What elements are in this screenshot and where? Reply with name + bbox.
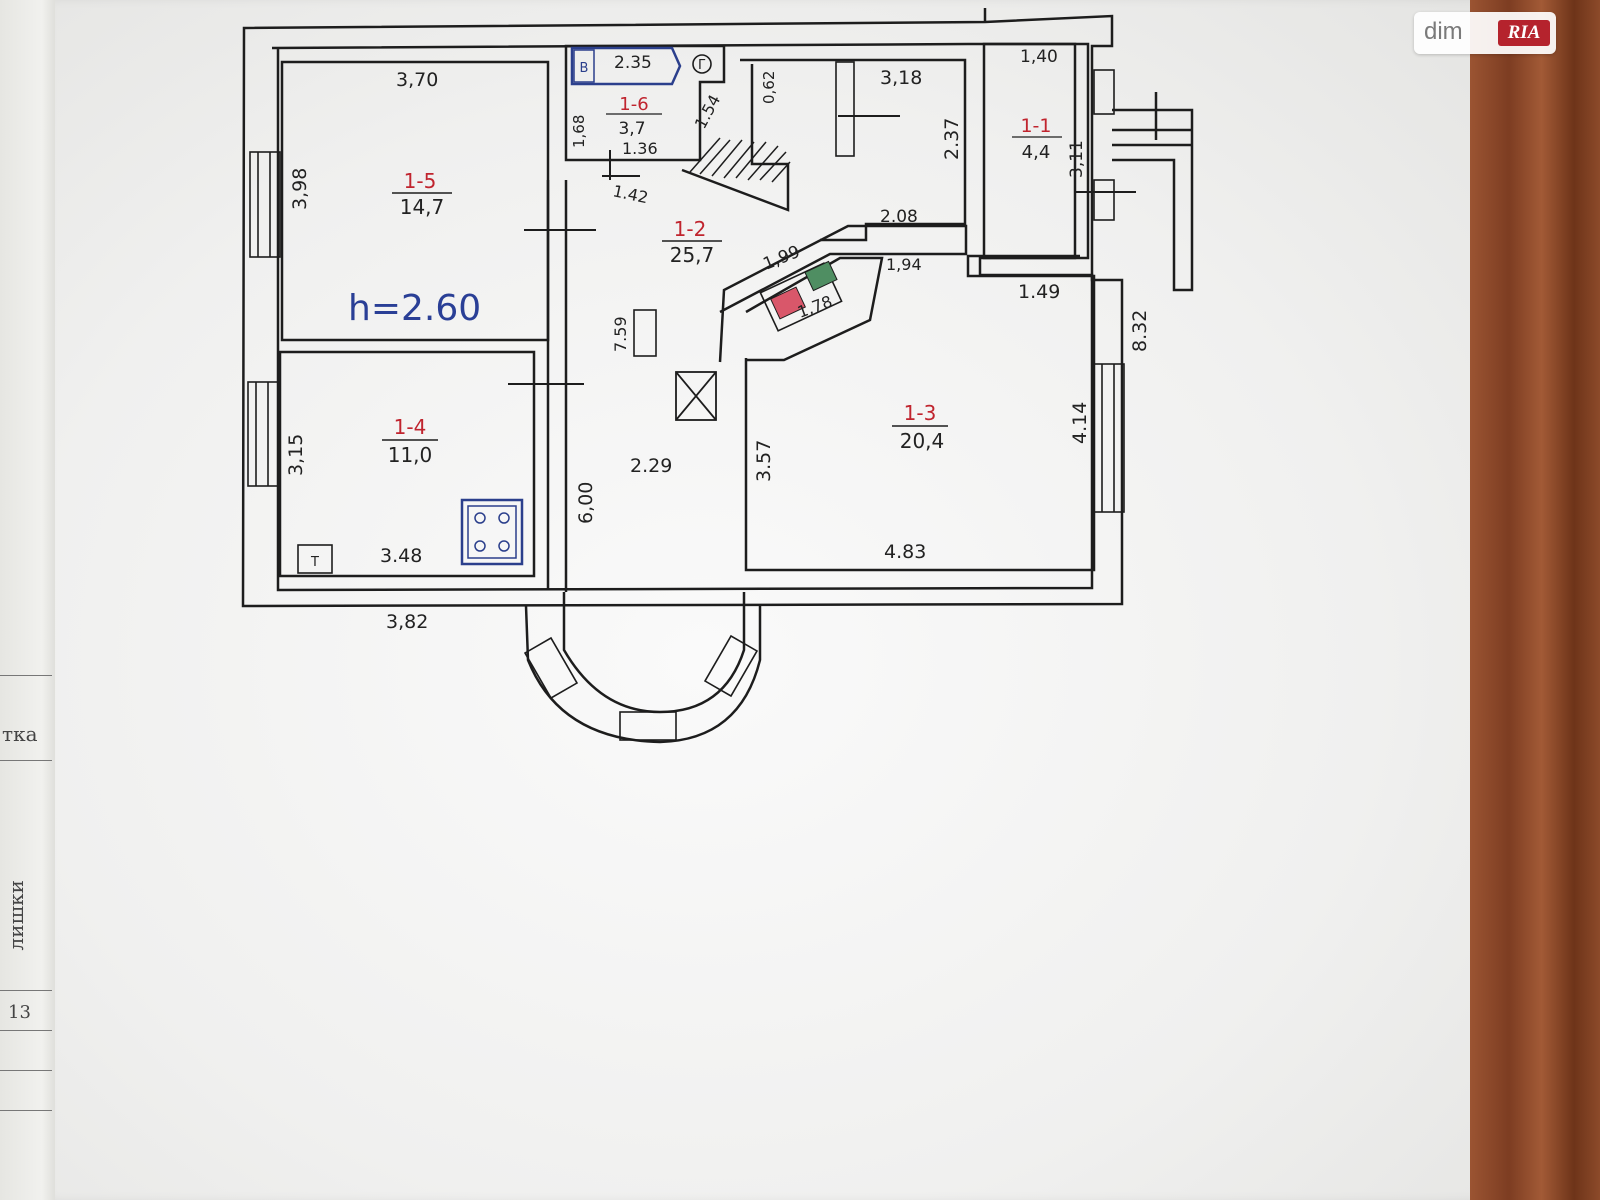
room-1-6-outline <box>564 44 726 162</box>
dimension-label: 3,18 <box>880 67 922 89</box>
room-1-3-id: 1-3 <box>904 401 937 425</box>
room-1-6-id: 1-6 <box>619 94 648 115</box>
dimension-label: 3,82 <box>386 611 428 633</box>
room-1-2-id: 1-2 <box>674 217 707 241</box>
room-1-1-id: 1-1 <box>1020 115 1051 137</box>
ceiling-height-note: h=2.60 <box>348 288 481 329</box>
dimension-label: 2.35 <box>614 53 652 73</box>
dimension-label: 2.08 <box>880 207 918 227</box>
dimension-label: 1,94 <box>886 255 922 274</box>
dimension-label: 3.48 <box>380 545 422 567</box>
gas-symbol-letter: Г <box>698 58 706 73</box>
room-1-4-id: 1-4 <box>394 415 427 439</box>
chimney-wall <box>718 224 968 363</box>
watermark-brand-left: dim <box>1424 18 1463 45</box>
dimension-label: 6,00 <box>575 482 597 524</box>
dimension-label: 2.29 <box>630 455 672 477</box>
stairs-hatching <box>689 137 791 183</box>
ruled-line <box>0 675 52 676</box>
window <box>1093 69 1115 115</box>
room-1-1-outline <box>982 42 1090 260</box>
room-1-3-area: 20,4 <box>900 429 945 453</box>
bay-window-inner <box>562 592 746 714</box>
adjacent-document-page: тка лишки 13 <box>0 0 61 1200</box>
dimension-label: 1,68 <box>570 115 588 148</box>
dimension-label: 3,70 <box>396 69 438 91</box>
dimension-label: 3,98 <box>289 168 311 210</box>
outer-wall <box>241 14 1124 608</box>
dimension-label: 1,99 <box>760 242 803 275</box>
window <box>835 61 855 157</box>
dimension-label: 4.83 <box>884 541 926 563</box>
dimension-label: 0,62 <box>760 71 778 104</box>
ruled-line <box>0 990 52 991</box>
porch-steps <box>1112 108 1194 292</box>
room-1-5-area: 14,7 <box>400 195 445 219</box>
floor-plan-sheet <box>55 0 1495 1200</box>
ruled-line <box>0 1110 52 1111</box>
dimension-label: 3,15 <box>285 434 307 476</box>
stove-symbol <box>460 498 524 566</box>
doors <box>508 115 1136 420</box>
dimension-label: 3.57 <box>753 440 775 482</box>
room-1-1-area: 4,4 <box>1022 142 1051 163</box>
bay-window-pane <box>703 634 759 698</box>
room-1-6-area: 3,7 <box>618 119 645 139</box>
sink-symbol <box>297 544 333 574</box>
ruled-line <box>0 1030 52 1031</box>
window <box>247 381 279 487</box>
dimension-label: 1,78 <box>795 292 835 322</box>
dimension-label: 1.54 <box>691 92 725 132</box>
gas-meter-symbol <box>692 54 712 74</box>
room-1-3-outline <box>744 254 1096 572</box>
dimension-label: 3,11 <box>1067 140 1087 178</box>
room-1-4-area: 11,0 <box>388 443 433 467</box>
fireplace-symbol <box>759 260 843 332</box>
room-1-2-area: 25,7 <box>670 243 715 267</box>
bath-symbol-letter: В <box>580 61 589 76</box>
ruled-line <box>0 1070 52 1071</box>
bay-window-outer <box>524 605 762 744</box>
wooden-table-surface <box>1470 0 1600 1200</box>
windows <box>247 61 1125 741</box>
watermark-brand-logo: RIA <box>1498 20 1550 46</box>
window <box>1093 363 1125 513</box>
page-fragment-number: 13 <box>8 1002 31 1023</box>
dimension-label: 2.37 <box>941 118 963 160</box>
hatch-symbol <box>675 371 717 421</box>
dimension-label: 1.42 <box>611 181 650 207</box>
chimney-vent <box>633 309 657 357</box>
dimension-label: 7.59 <box>611 316 630 352</box>
bay-window-pane <box>523 636 579 700</box>
dimension-label: 1.49 <box>1018 281 1060 303</box>
toilet-symbol-letter: Т <box>310 555 319 570</box>
stair-room-outline <box>740 58 967 242</box>
dimension-label: 8.32 <box>1129 310 1151 352</box>
bathtub-symbol <box>570 46 712 86</box>
dimension-label: 1,40 <box>1020 47 1058 67</box>
ruled-line <box>0 760 52 761</box>
dimension-label: 1.36 <box>622 139 658 158</box>
bay-window-pane <box>619 711 677 741</box>
window <box>1093 179 1115 221</box>
window <box>249 151 281 258</box>
dimension-label: 4.14 <box>1069 402 1091 444</box>
page-fragment-text: тка <box>2 722 38 746</box>
room-1-4-outline <box>278 350 536 578</box>
dim-ria-watermark: dim RIA <box>1414 12 1556 54</box>
room-1-5-id: 1-5 <box>404 169 437 193</box>
